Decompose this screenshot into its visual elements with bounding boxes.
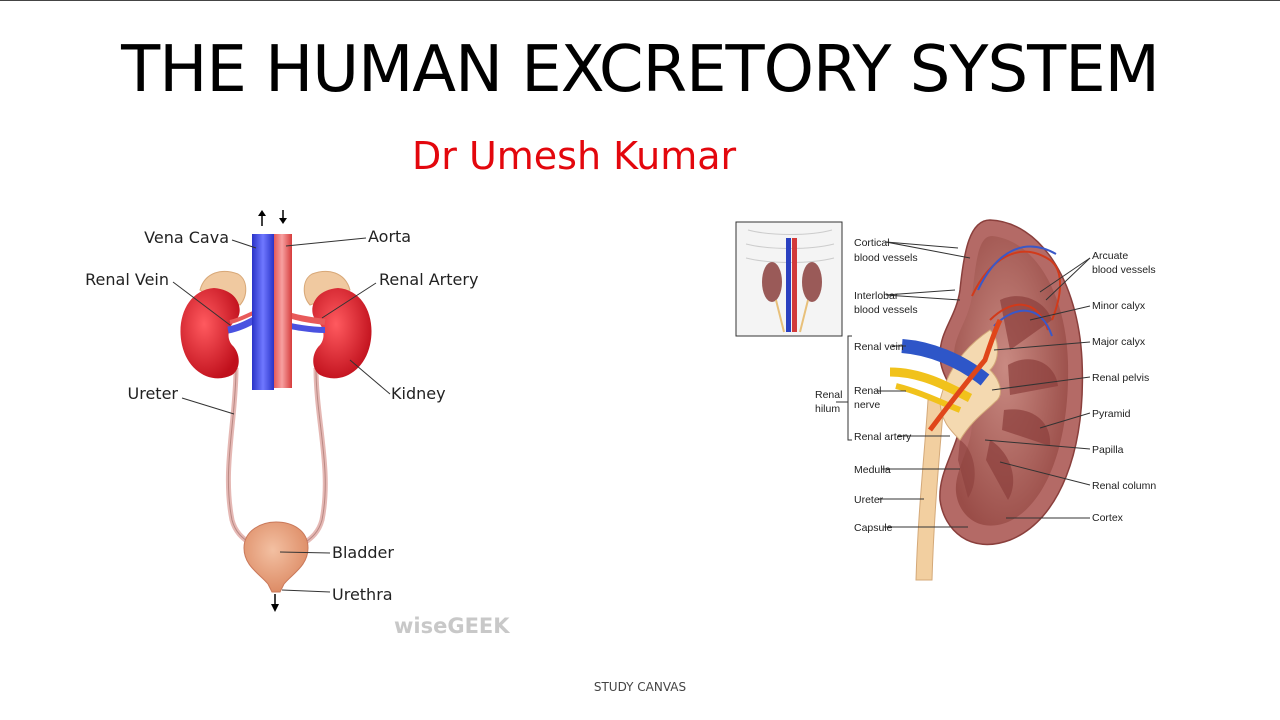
label-kidney: Kidney (391, 384, 446, 403)
ureter-tube-shape (915, 399, 945, 581)
bladder-shape (243, 521, 309, 593)
label-renal-artery: Renal Artery (379, 270, 478, 289)
label-arcuate-2: blood vessels (1092, 264, 1156, 276)
label-urethra: Urethra (332, 585, 393, 604)
label-renal-hilum: Renal (815, 389, 842, 401)
aorta-shape (272, 234, 292, 388)
right-kidney-shape (312, 288, 372, 379)
top-border-line (0, 0, 1280, 1)
flow-down-arrow-icon (279, 210, 287, 224)
label-vena-cava: Vena Cava (144, 228, 229, 247)
urinary-system-diagram: Vena Cava Aorta Renal Vein Renal Artery … (85, 210, 510, 638)
label-interlobar: Interlobar (854, 290, 899, 302)
label-renal-nerve-2: nerve (854, 399, 880, 411)
kidney-cross-section-diagram: Cortical blood vessels Interlobar blood … (735, 219, 1156, 581)
label-renal-column: Renal column (1092, 480, 1156, 492)
label-arcuate: Arcuate (1092, 250, 1128, 262)
label-bladder: Bladder (332, 543, 394, 562)
footer-text: STUDY CANVAS (593, 680, 687, 694)
urethra-arrow-icon (271, 594, 279, 612)
label-ureter: Ureter (128, 384, 179, 403)
label-renal-hilum-2: hilum (815, 403, 840, 415)
renal-vein-vessel-shape (901, 339, 990, 386)
author-name: Dr Umesh Kumar (412, 134, 737, 178)
label-renal-nerve: Renal (854, 385, 881, 397)
label-renal-pelvis: Renal pelvis (1092, 372, 1149, 384)
label-capsule: Capsule (854, 522, 893, 534)
label-ureter-small: Ureter (854, 494, 884, 506)
label-renal-vein-small: Renal vein (854, 341, 904, 353)
label-cortical: Cortical (854, 237, 890, 249)
label-renal-artery-small: Renal artery (854, 431, 912, 443)
left-kidney-shape (180, 288, 240, 379)
label-aorta: Aorta (368, 227, 411, 246)
pyramid-shape (1000, 296, 1052, 350)
renal-nerve-vessel-shape (889, 367, 973, 402)
label-pyramid: Pyramid (1092, 408, 1131, 420)
label-cortical-2: blood vessels (854, 252, 918, 264)
label-renal-vein: Renal Vein (85, 270, 169, 289)
label-minor-calyx: Minor calyx (1092, 300, 1146, 312)
label-cortex: Cortex (1092, 512, 1124, 524)
watermark-logo: wiseGEEK (394, 614, 510, 638)
label-interlobar-2: blood vessels (854, 304, 918, 316)
label-papilla: Papilla (1092, 444, 1124, 456)
slide-title: THE HUMAN EXCRETORY SYSTEM (121, 33, 1160, 107)
label-medulla: Medulla (854, 464, 891, 476)
vena-cava-shape (252, 234, 274, 390)
flow-up-arrow-icon (258, 210, 266, 226)
body-inset-thumbnail (735, 221, 843, 337)
renal-artery-vessel-shape (928, 318, 1003, 432)
label-major-calyx: Major calyx (1092, 336, 1146, 348)
